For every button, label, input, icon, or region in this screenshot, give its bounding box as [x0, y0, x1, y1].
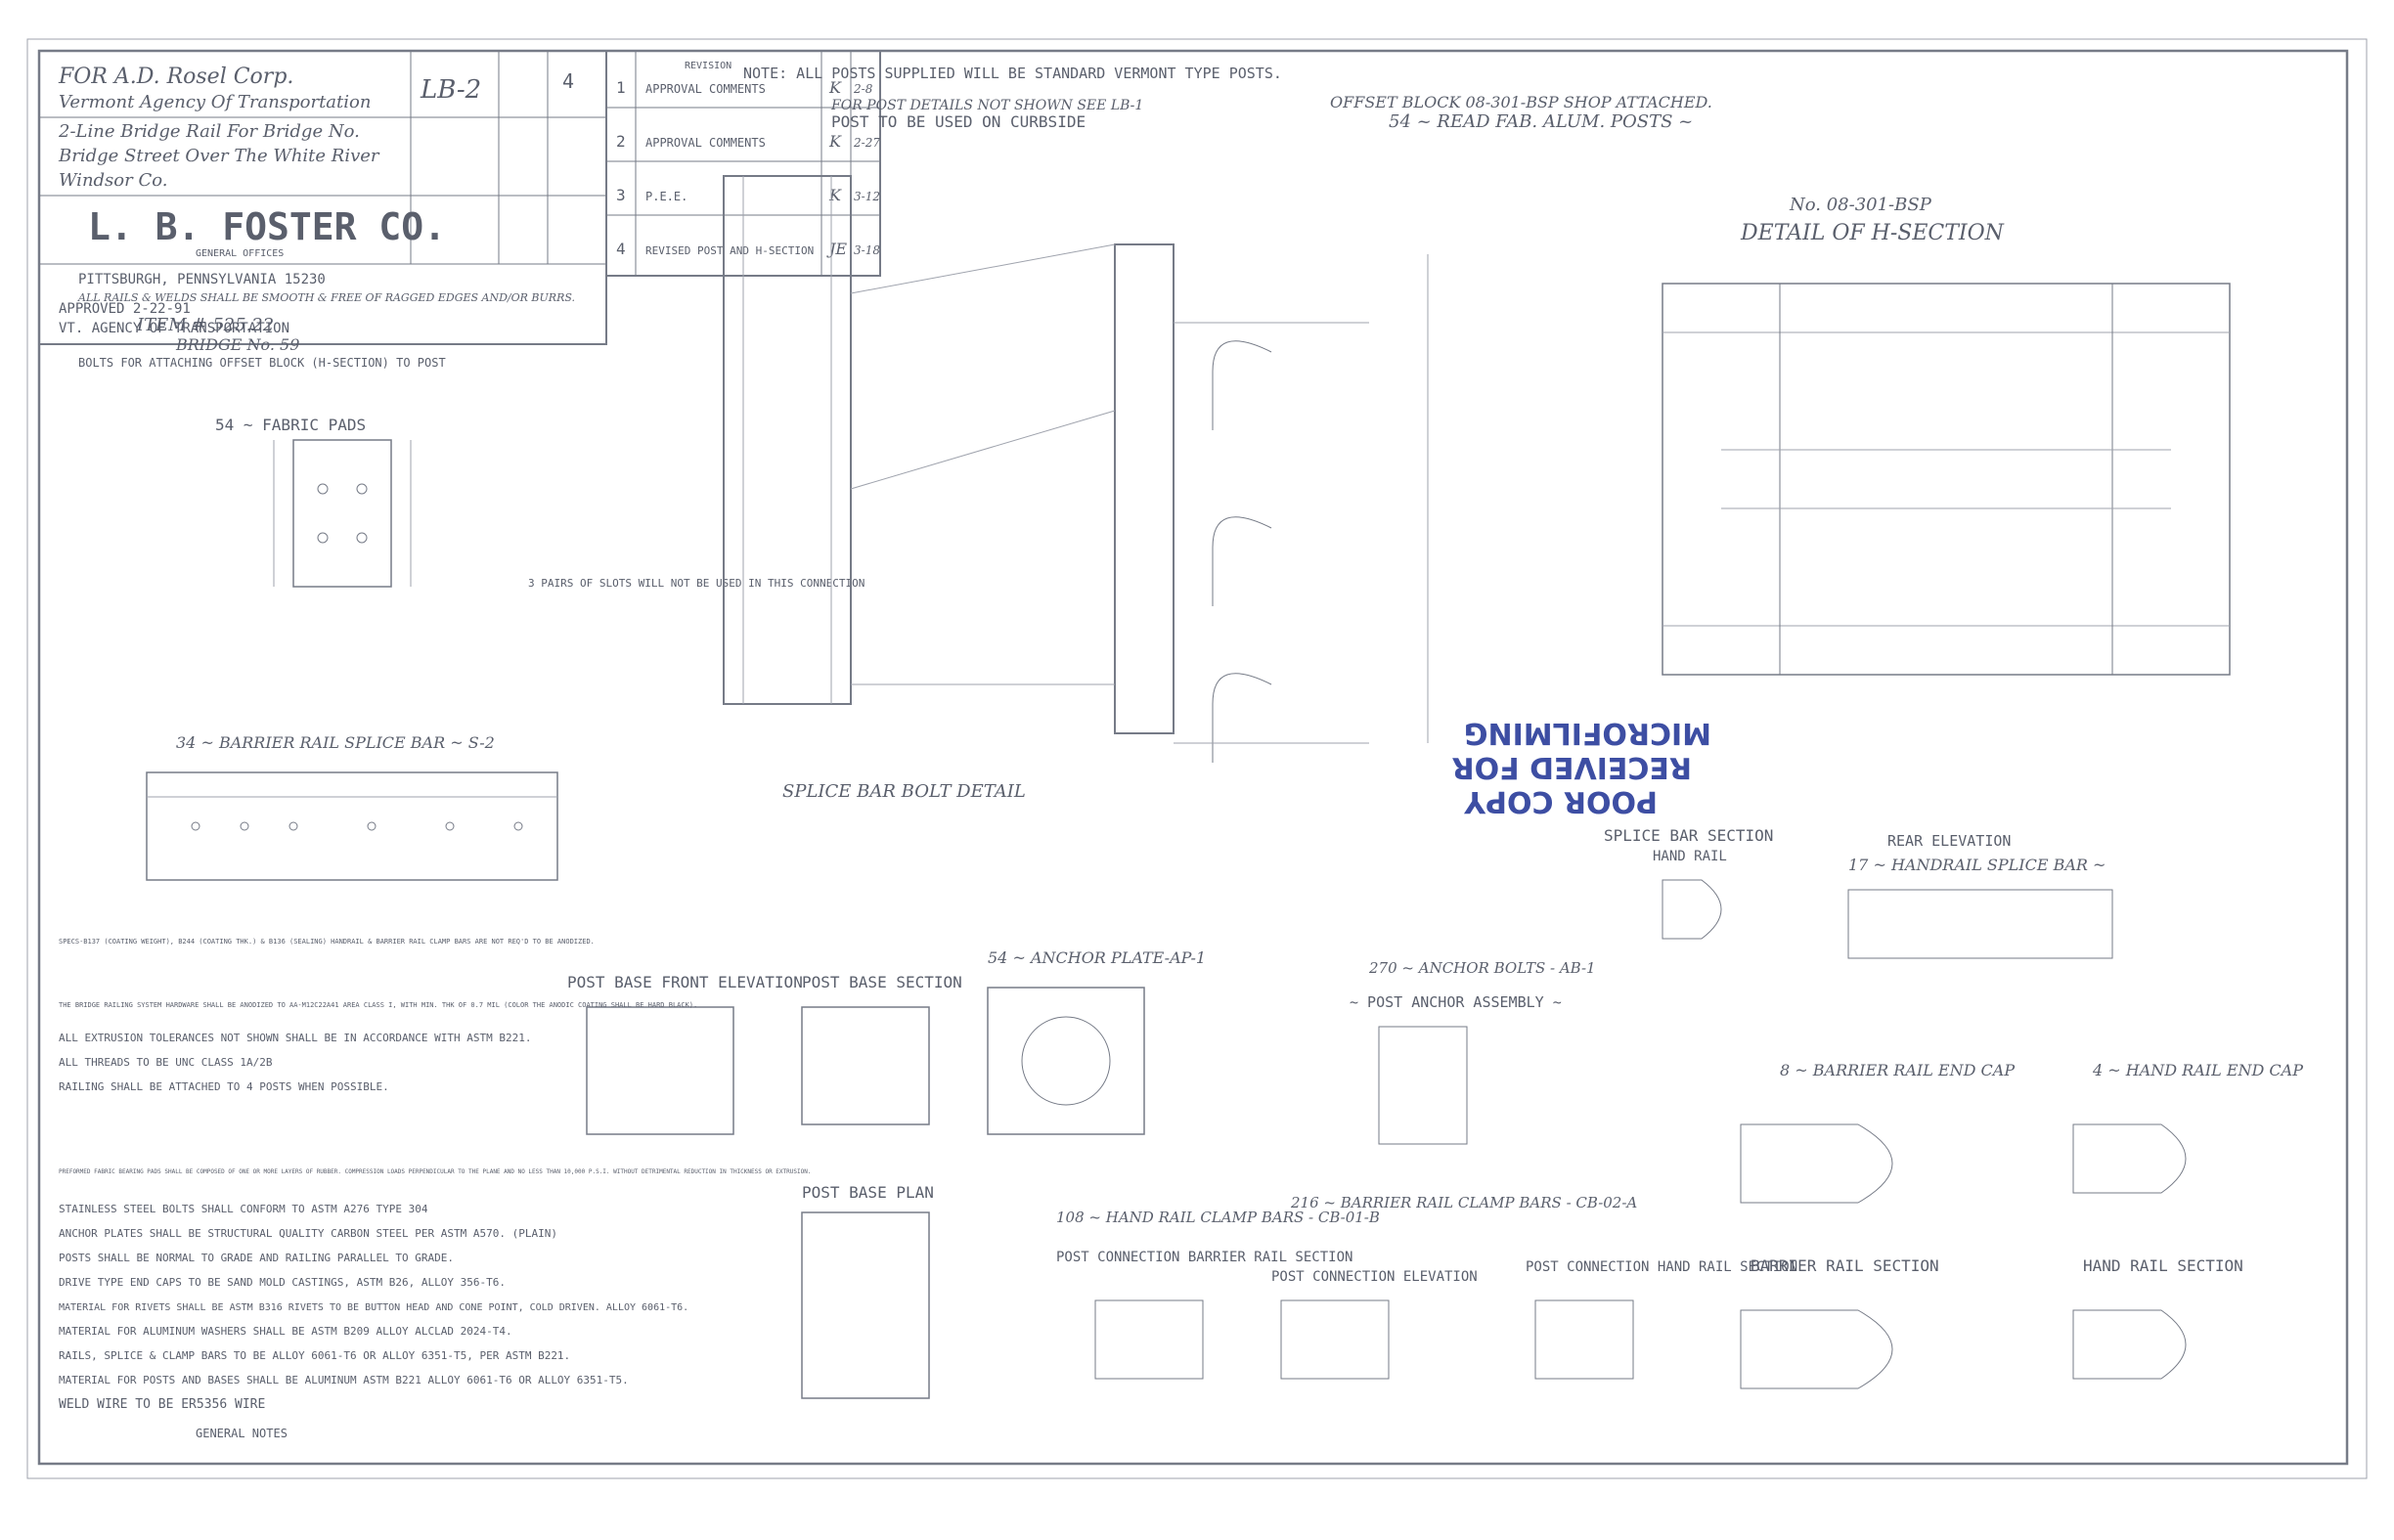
lower-sketches	[586, 879, 2187, 1399]
general-note-11: ALL THREADS TO BE UNC CLASS 1A/2B	[59, 1056, 273, 1069]
rev-header: REVISION	[685, 61, 732, 71]
title-handrail-splice: 17 ~ HANDRAIL SPLICE BAR ~	[1848, 856, 2106, 874]
rev-num-4: 4	[616, 240, 626, 258]
note-curbside: POST TO BE USED ON CURBSIDE	[831, 112, 1086, 131]
revision-table: REVISION 1 APPROVAL COMMENTS K 2-8 2 APP…	[605, 50, 881, 277]
rev-date-2: 2-27	[853, 136, 880, 150]
title-hand-end-cap: 4 ~ HAND RAIL END CAP	[2092, 1061, 2303, 1079]
title-barrier-end-cap: 8 ~ BARRIER RAIL END CAP	[1780, 1061, 2015, 1079]
rev-date-3: 3-12	[854, 190, 880, 203]
title-location: Bridge Street Over The White River	[58, 146, 380, 166]
title-rev: 4	[562, 69, 574, 93]
title-client: Vermont Agency Of Transportation	[59, 92, 371, 112]
general-note-10: RAILING SHALL BE ATTACHED TO 4 POSTS WHE…	[59, 1080, 389, 1093]
rev-date-4: 3-18	[854, 243, 880, 257]
title-barrier-clamp-bars: 216 ~ BARRIER RAIL CLAMP BARS - CB-02-A	[1290, 1194, 1637, 1211]
rev-desc-1: APPROVAL COMMENTS	[645, 82, 766, 96]
note-detail-h-section: DETAIL OF H-SECTION	[1740, 221, 2005, 245]
note-bolts-offset: BOLTS FOR ATTACHING OFFSET BLOCK (H-SECT…	[78, 356, 446, 370]
title-hand-clamp-bars: 108 ~ HAND RAIL CLAMP BARS - CB-01-B	[1056, 1209, 1380, 1226]
stamp-line-2: RECEIVED FOR	[1452, 750, 1692, 784]
title-approved-by: VT. AGENCY OF TRANSPORTATION	[59, 321, 289, 336]
post-elevation	[723, 175, 1429, 763]
splice-bar-drawing	[146, 771, 558, 881]
general-note-5: DRIVE TYPE END CAPS TO BE SAND MOLD CAST…	[59, 1276, 506, 1289]
title-barrier-section: BARRIER RAIL SECTION	[1751, 1256, 1939, 1275]
note-bridge: BRIDGE No. 59	[175, 335, 299, 354]
note-splice-bar: 34 ~ BARRIER RAIL SPLICE BAR ~ S-2	[176, 733, 495, 752]
title-hand-section: HAND RAIL SECTION	[2083, 1256, 2243, 1275]
title-anchor-plate: 54 ~ ANCHOR PLATE-AP-1	[988, 948, 1206, 967]
title-post-conn-hand: POST CONNECTION HAND RAIL SECTION	[1526, 1259, 1797, 1275]
fabric-pad-drawing	[273, 439, 412, 588]
note-offset-block: OFFSET BLOCK 08-301-BSP SHOP ATTACHED.	[1330, 93, 1712, 111]
title-rear-elev: REAR ELEVATION	[1887, 832, 2011, 850]
title-post-conn-elev: POST CONNECTION ELEVATION	[1271, 1269, 1478, 1285]
general-notes-header: GENERAL NOTES	[196, 1427, 288, 1440]
note-fabric-pads: 54 ~ FABRIC PADS	[215, 416, 366, 434]
sheet-border	[37, 49, 2349, 1466]
title-approved: APPROVED 2-22-91	[59, 301, 191, 317]
note-welds: ALL RAILS & WELDS SHALL BE SMOOTH & FREE…	[77, 291, 575, 304]
rev-desc-2: APPROVAL COMMENTS	[645, 136, 766, 150]
rev-by-2: K	[828, 132, 842, 151]
rev-num-1: 1	[616, 78, 626, 97]
note-slots: 3 PAIRS OF SLOTS WILL NOT BE USED IN THI…	[528, 577, 864, 590]
poor-copy-stamp: POOR COPY RECEIVED FOR MICROFILMING	[1452, 716, 1711, 818]
note-read-alum-posts: 54 ~ READ FAB. ALUM. POSTS ~	[1389, 111, 1693, 132]
title-post-base-section: POST BASE SECTION	[802, 973, 962, 991]
title-drawing-no: LB-2	[420, 75, 481, 105]
title-for: FOR A.D. Rosel Corp.	[58, 65, 293, 89]
title-post-base-plan: POST BASE PLAN	[802, 1183, 934, 1202]
general-note-0: WELD WIRE TO BE ER5356 WIRE	[59, 1397, 265, 1412]
title-company: L. B. FOSTER CO.	[88, 205, 446, 248]
rev-num-2: 2	[616, 132, 626, 151]
title-railtype: 2-Line Bridge Rail For Bridge No.	[58, 121, 360, 142]
note-post-details: FOR POST DETAILS NOT SHOWN SEE LB-1	[830, 98, 1143, 113]
general-note-9: PREFORMED FABRIC BEARING PADS SHALL BE C…	[59, 1168, 811, 1175]
rev-desc-4: REVISED POST AND H-SECTION	[645, 244, 814, 257]
sheet-outer-border	[26, 38, 2368, 1479]
stamp-line-1: POOR COPY	[1463, 784, 1658, 818]
general-note-7: ANCHOR PLATES SHALL BE STRUCTURAL QUALIT…	[59, 1227, 557, 1240]
rev-by-1: K	[828, 78, 842, 97]
general-note-8: STAINLESS STEEL BOLTS SHALL CONFORM TO A…	[59, 1203, 428, 1215]
general-note-4: MATERIAL FOR RIVETS SHALL BE ASTM B316 R…	[59, 1302, 688, 1313]
rev-by-4: JE	[826, 240, 847, 258]
note-detail-h-no: No. 08-301-BSP	[1789, 195, 1932, 215]
note-splice-detail: SPLICE BAR BOLT DETAIL	[782, 781, 1026, 802]
general-note-2: RAILS, SPLICE & CLAMP BARS TO BE ALLOY 6…	[59, 1349, 570, 1362]
rev-by-3: K	[828, 186, 842, 204]
title-anchor-assembly: ~ POST ANCHOR ASSEMBLY ~	[1350, 993, 1562, 1011]
title-splice-section: SPLICE BAR SECTION	[1604, 826, 1773, 845]
general-note-6: POSTS SHALL BE NORMAL TO GRADE AND RAILI…	[59, 1252, 454, 1264]
title-post-conn-barrier: POST CONNECTION BARRIER RAIL SECTION	[1056, 1250, 1352, 1265]
general-note-3: MATERIAL FOR ALUMINUM WASHERS SHALL BE A…	[59, 1325, 512, 1338]
rev-num-3: 3	[616, 186, 626, 204]
title-city: PITTSBURGH, PENNSYLVANIA 15230	[78, 272, 326, 287]
title-offices: GENERAL OFFICES	[196, 248, 284, 259]
title-town: Windsor Co.	[59, 170, 167, 191]
general-note-14: SPECS-B137 (COATING WEIGHT), B244 (COATI…	[59, 938, 595, 946]
title-hand-rail: HAND RAIL	[1653, 849, 1727, 864]
general-note-1: MATERIAL FOR POSTS AND BASES SHALL BE AL…	[59, 1374, 629, 1386]
note-item: ITEM # 525.22	[136, 315, 274, 335]
general-note-12: ALL EXTRUSION TOLERANCES NOT SHOWN SHALL…	[59, 1032, 531, 1044]
title-post-base-front: POST BASE FRONT ELEVATION	[567, 973, 803, 991]
rev-date-1: 2-8	[853, 82, 873, 96]
stamp-line-3: MICROFILMING	[1464, 716, 1711, 750]
title-anchor-bolts: 270 ~ ANCHOR BOLTS - AB-1	[1368, 959, 1596, 977]
h-section-drawing	[1662, 283, 2231, 676]
rev-desc-3: P.E.E.	[645, 190, 687, 203]
title-block: L. B. FOSTER CO. GENERAL OFFICES PITTSBU…	[38, 50, 607, 345]
note-standard-posts: NOTE: ALL POSTS SUPPLIED WILL BE STANDAR…	[743, 65, 1282, 82]
general-notes: GENERAL NOTES WELD WIRE TO BE ER5356 WIR…	[59, 938, 811, 1440]
general-note-13: THE BRIDGE RAILING SYSTEM HARDWARE SHALL…	[59, 1001, 697, 1009]
